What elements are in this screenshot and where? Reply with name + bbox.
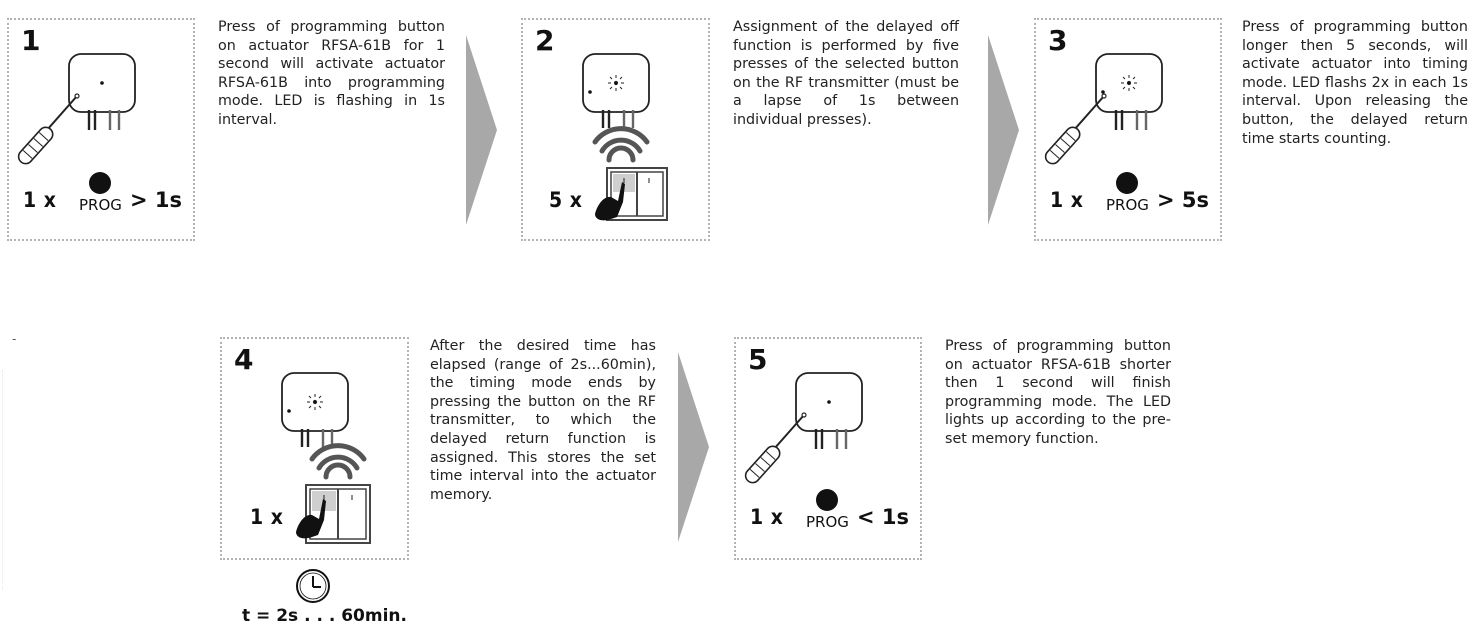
actuator-icon: [795, 372, 863, 449]
step-4-illustration: [281, 372, 371, 544]
screwdriver-icon: [744, 412, 807, 484]
led-flash-icon: [1121, 75, 1137, 91]
step-3-panel: 3 1 x PROG > 5s: [1034, 18, 1222, 241]
step-number: 1: [21, 24, 41, 57]
press-duration: > 1s: [130, 188, 183, 212]
arrow-right-icon: [466, 35, 497, 225]
step-number: 4: [234, 343, 254, 376]
screwdriver-icon: [1044, 93, 1107, 165]
press-duration: > 5s: [1157, 188, 1210, 212]
clock-icon: [296, 569, 330, 603]
press-count: 5 x: [549, 188, 583, 212]
time-range-label: t = 2s . . . 60min.: [242, 606, 407, 626]
led-flash-icon: [608, 75, 624, 91]
step-3-description: Press of programming button longer then …: [1242, 19, 1468, 147]
actuator-icon: [68, 53, 136, 130]
hand-press-icon: [296, 499, 326, 539]
faint-border: [2, 370, 4, 590]
prog-label: PROG: [1106, 196, 1149, 214]
step-5-panel: 5 1 x PROG < 1s: [734, 337, 922, 560]
step-2-illustration: [582, 53, 668, 221]
led-flash-icon: [307, 394, 323, 410]
step-number: 5: [748, 343, 768, 376]
rf-switch-icon: [606, 167, 668, 221]
step-1-panel: 1 1 x PROG > 1s: [7, 18, 195, 241]
step-4-panel: 4 1 x: [220, 337, 409, 560]
press-count: 1 x: [750, 505, 784, 529]
step-2-description: Assignment of the delayed off function i…: [733, 19, 959, 128]
press-count: 1 x: [23, 188, 57, 212]
prog-button-icon: [816, 489, 838, 511]
arrow-right-icon: [678, 352, 709, 542]
step-number: 3: [1048, 24, 1068, 57]
step-2-panel: 2 5 x: [521, 18, 710, 241]
arrow-right-icon: [988, 35, 1019, 225]
step-5-description: Press of programming button on actuator …: [945, 338, 1171, 447]
step-number: 2: [535, 24, 555, 57]
press-count: 1 x: [250, 505, 284, 529]
step-4-description: After the desired time has elapsed (rang…: [430, 338, 656, 503]
press-duration: < 1s: [857, 505, 910, 529]
prog-label: PROG: [79, 196, 122, 214]
actuator-icon: [1095, 53, 1163, 130]
step-1-description: Press of programming button on actuator …: [218, 19, 445, 128]
prog-button-icon: [1116, 172, 1138, 194]
prog-button-icon: [89, 172, 111, 194]
hand-press-icon: [595, 182, 625, 221]
stray-mark: -: [12, 332, 17, 346]
wireless-signal-icon: [592, 126, 650, 163]
screwdriver-icon: [17, 93, 80, 165]
wireless-signal-icon: [309, 443, 367, 480]
step-1-illustration: [17, 53, 136, 194]
step-3-illustration: [1044, 53, 1163, 194]
press-count: 1 x: [1050, 188, 1084, 212]
prog-label: PROG: [806, 513, 849, 531]
step-5-illustration: [744, 372, 863, 511]
